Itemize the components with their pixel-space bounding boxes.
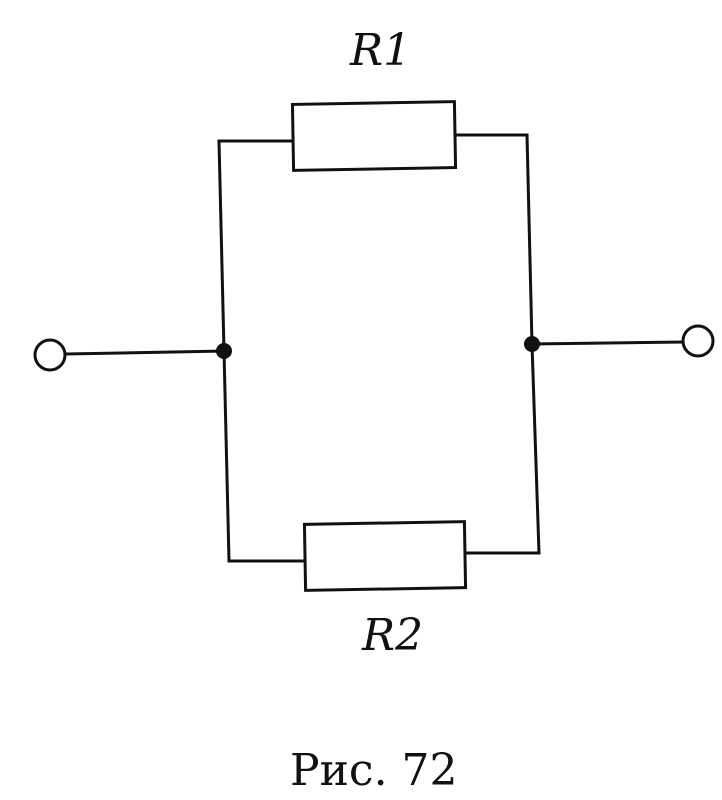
resistor-r2-label: R2 xyxy=(361,610,423,661)
left-junction-dot xyxy=(216,343,232,359)
resistor-r1-label: R1 xyxy=(349,25,411,76)
left-terminal xyxy=(33,338,67,372)
right-lead-wire xyxy=(530,340,685,346)
right-junction-dot xyxy=(524,336,540,352)
resistor-r2 xyxy=(302,520,468,592)
right-terminal xyxy=(681,324,715,358)
resistor-r1 xyxy=(290,100,458,172)
left-lead-wire xyxy=(64,349,226,356)
figure-caption: Рис. 72 xyxy=(290,745,458,796)
